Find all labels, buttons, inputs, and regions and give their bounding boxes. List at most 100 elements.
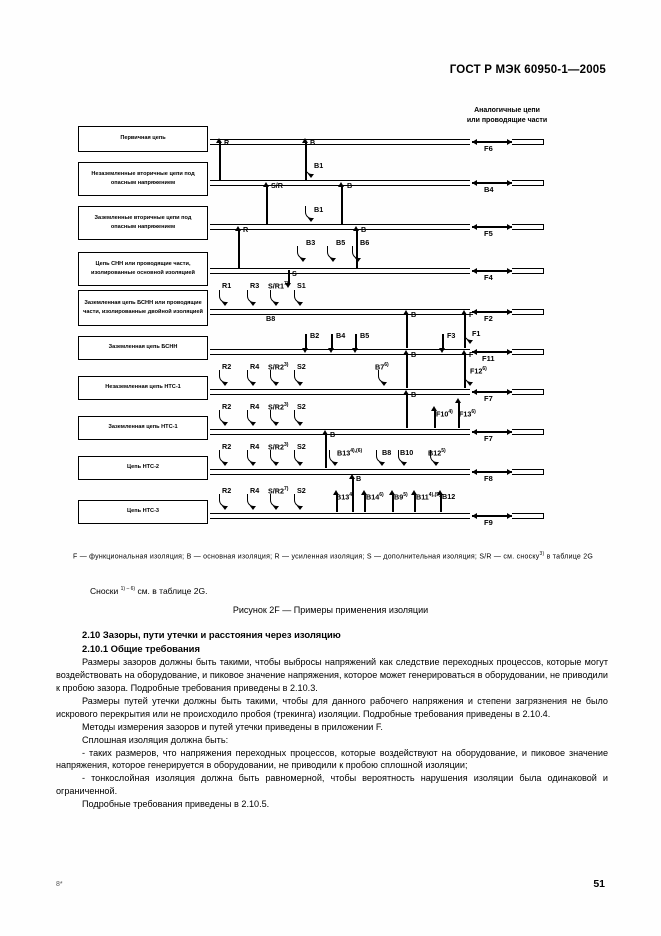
circuit-box-earthed-selv: Заземленная цепь БСНН bbox=[78, 336, 208, 360]
connector-b14-row9 bbox=[361, 490, 367, 512]
marker-b-row6: B bbox=[411, 350, 417, 359]
marker-f-row5: F bbox=[469, 310, 474, 319]
hook-b7-row6 bbox=[378, 370, 387, 386]
connector-b9-row9 bbox=[389, 490, 395, 512]
marker-r-row3: R bbox=[243, 225, 249, 234]
marker-b1-row1: B1 bbox=[314, 161, 324, 170]
marker-r4-row9: R4 bbox=[250, 486, 260, 495]
bus-row-1 bbox=[210, 139, 470, 145]
legend-sup: 3) bbox=[539, 551, 545, 557]
marker-f12-row6-sup: 6) bbox=[482, 366, 487, 372]
marker-b10-row8: B10 bbox=[400, 448, 414, 457]
bus-row-3 bbox=[210, 224, 470, 230]
marker-r-row1: R bbox=[224, 138, 230, 147]
arrow-row-8 bbox=[472, 429, 512, 434]
circuit-box-unearthed-secondary-hazardous: Незаземленные вторичные цепи под опасным… bbox=[78, 162, 208, 196]
marker-b7-row6-sup: 6) bbox=[384, 362, 389, 368]
marker-sr2-row7: S/R23) bbox=[268, 402, 289, 412]
marker-b7-row6: B76) bbox=[375, 362, 389, 372]
figure-2f-diagram: Первичная цепь Незаземленные вторичные ц… bbox=[0, 118, 661, 538]
connector-b13-row9 bbox=[333, 490, 339, 512]
code-row-10: F9 bbox=[484, 518, 493, 527]
code-row-9: F8 bbox=[484, 474, 493, 483]
marker-b13-row8: B134),(6) bbox=[337, 448, 363, 458]
marker-sr-row2: S/R bbox=[271, 181, 283, 190]
marker-r4-row8: R4 bbox=[250, 442, 260, 451]
hook-f1-row5 bbox=[464, 328, 473, 344]
code-row-3: F5 bbox=[484, 229, 493, 238]
footnote-sup: 1) – 6) bbox=[120, 586, 136, 593]
marker-s2-row6: S2 bbox=[297, 362, 306, 371]
code-row-4: F4 bbox=[484, 273, 493, 282]
connector-f3-row5 bbox=[439, 334, 445, 353]
marker-b6-row3: B6 bbox=[360, 238, 370, 247]
marker-s1-row4: S1 bbox=[297, 281, 306, 290]
marker-sr2-row6-sup: 3) bbox=[283, 362, 289, 368]
marker-b12-row8: B125) bbox=[428, 448, 446, 458]
arrow-row-1 bbox=[472, 139, 512, 144]
paragraph-3: Методы измерения зазоров и путей утечки … bbox=[82, 721, 383, 732]
bus-row-7 bbox=[210, 389, 470, 395]
marker-b11-row9-sup: 4),(5) bbox=[428, 492, 441, 498]
hook-r4-row8 bbox=[247, 450, 256, 466]
paragraph-7: Подробные требования приведены в 2.10.5. bbox=[82, 799, 270, 810]
footnote-tail: см. в таблице 2G. bbox=[135, 586, 208, 596]
standard-title: ГОСТ Р МЭК 60950-1—2005 bbox=[449, 64, 606, 76]
arrow-row-6 bbox=[472, 349, 512, 354]
stub-row-2 bbox=[512, 180, 544, 186]
connector-sr-row2 bbox=[263, 182, 269, 224]
marker-sr2-row7-sup: 3) bbox=[283, 402, 289, 408]
marker-b-row3: B bbox=[361, 225, 367, 234]
connector-s-row4 bbox=[285, 270, 291, 288]
connector-b-row2 bbox=[338, 182, 344, 224]
marker-f12-row6: F126) bbox=[470, 366, 487, 376]
connector-b-row8 bbox=[322, 430, 328, 468]
marker-b3-row3: B3 bbox=[306, 238, 316, 247]
connector-r-row3 bbox=[235, 226, 241, 268]
marker-f10-row7-sup: 4) bbox=[448, 409, 453, 415]
circuit-box-unearthed-tnv1: Незаземленная цепь НТС-1 bbox=[78, 376, 208, 400]
marker-s2-row7: S2 bbox=[297, 402, 306, 411]
code-row-2: B4 bbox=[484, 185, 494, 194]
circuit-box-earthed-tnv1: Заземленная цепь НТС-1 bbox=[78, 416, 208, 440]
bus-row-4 bbox=[210, 268, 470, 274]
marker-b-row2: B bbox=[347, 181, 353, 190]
marker-b14-row9: B146) bbox=[366, 492, 384, 502]
code-row-5: F2 bbox=[484, 314, 493, 323]
marker-f13-row7: F136) bbox=[459, 409, 476, 419]
marker-r2-row7: R2 bbox=[222, 402, 232, 411]
marker-b-row1: B bbox=[310, 138, 316, 147]
arrow-row-5 bbox=[472, 309, 512, 314]
circuit-box-primary: Первичная цепь bbox=[78, 126, 208, 152]
marker-b11-row9: B114),(5) bbox=[416, 492, 441, 502]
footnote-prefix: Сноски bbox=[90, 586, 121, 596]
circuit-box-tnv3: Цепь НТС-3 bbox=[78, 500, 208, 524]
arrow-row-4 bbox=[472, 268, 512, 273]
code-row-6: F11 bbox=[482, 354, 495, 363]
bus-row-10 bbox=[210, 513, 470, 519]
marker-sr2-row9-sup: 7) bbox=[283, 486, 289, 492]
stub-row-8 bbox=[512, 429, 544, 435]
bus-row-6 bbox=[210, 349, 470, 355]
connector-b-row6 bbox=[403, 350, 409, 388]
marker-r3-row4: R3 bbox=[250, 281, 260, 290]
circuit-box-elv-basic: Цепь СНН или проводящие части, изолирова… bbox=[78, 252, 208, 286]
hook-s2-row6 bbox=[294, 370, 303, 386]
signature-mark: 8* bbox=[56, 881, 63, 888]
circuit-box-earthed-selv-double: Заземленная цепь БСНН или проводящие час… bbox=[78, 290, 208, 326]
hook-r3-row4 bbox=[247, 290, 256, 306]
footnote-reference: Сноски 1) – 6) см. в таблице 2G. bbox=[90, 586, 207, 596]
marker-b9-row9: B95) bbox=[394, 492, 408, 502]
hook-r4-row9 bbox=[247, 494, 256, 510]
hook-b1-row1 bbox=[305, 162, 314, 178]
connector-b11-row9 bbox=[411, 490, 417, 512]
hook-sr2-row8 bbox=[270, 450, 279, 466]
marker-s2-row9: S2 bbox=[297, 486, 306, 495]
hook-b8-row8 bbox=[376, 450, 385, 466]
figure-legend: F — функциональная изоляция; B — основна… bbox=[73, 550, 597, 563]
hook-b12-row8 bbox=[430, 450, 439, 466]
marker-sr2-row6: S/R23) bbox=[268, 362, 289, 372]
arrow-row-10 bbox=[472, 513, 512, 518]
legend-text: F — функциональная изоляция; B — основна… bbox=[73, 553, 540, 561]
circuit-box-earthed-secondary-hazardous: Заземленные вторичные цепи под опасным н… bbox=[78, 206, 208, 240]
